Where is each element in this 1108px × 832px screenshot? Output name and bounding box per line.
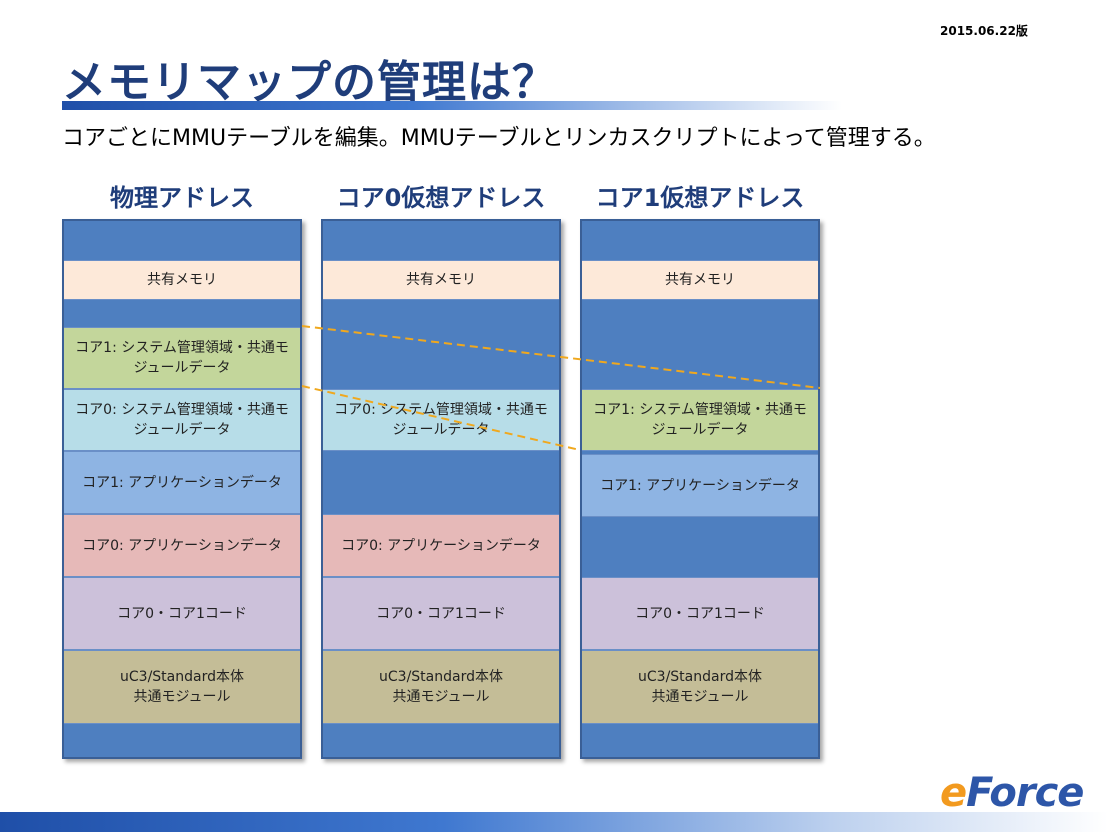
core1-virtual-address-header: コア1仮想アドレス xyxy=(595,184,805,212)
core1-app-data-block: コア1: アプリケーションデータ xyxy=(64,451,300,514)
footer-bar xyxy=(0,812,1108,832)
core1-virtual-address-map: 共有メモリ コア1: システム管理領域・共通モジュールデータ コア1: アプリケ… xyxy=(580,219,820,759)
shared-memory-block: 共有メモリ xyxy=(64,260,300,300)
standard-module-block: uC3/Standard本体 共通モジュール xyxy=(582,650,818,724)
date-label: 2015.06.22版 xyxy=(940,24,1028,38)
core1-system-area-block: コア1: システム管理領域・共通モジュールデータ xyxy=(582,389,818,451)
standard-line-1: uC3/Standard本体 xyxy=(379,669,503,685)
core0-system-area-block: コア0: システム管理領域・共通モジュールデータ xyxy=(64,389,300,451)
logo-force: Force xyxy=(966,770,1084,816)
core0-virtual-address-map: 共有メモリ コア0: システム管理領域・共通モジュールデータ コア0: アプリケ… xyxy=(321,219,561,759)
core-code-block: コア0・コア1コード xyxy=(64,577,300,650)
core-code-block: コア0・コア1コード xyxy=(582,577,818,650)
standard-line-1: uC3/Standard本体 xyxy=(638,669,762,685)
standard-line-2: 共通モジュール xyxy=(651,689,749,705)
physical-address-header: 物理アドレス xyxy=(110,184,254,212)
standard-line-1: uC3/Standard本体 xyxy=(120,669,244,685)
core0-virtual-address-header: コア0仮想アドレス xyxy=(336,184,546,212)
core0-system-area-block: コア0: システム管理領域・共通モジュールデータ xyxy=(323,389,559,451)
core0-app-data-block: コア0: アプリケーションデータ xyxy=(64,514,300,577)
core-code-block: コア0・コア1コード xyxy=(323,577,559,650)
standard-module-block: uC3/Standard本体 共通モジュール xyxy=(64,650,300,724)
page-title: メモリマップの管理は？ xyxy=(62,57,557,108)
eforce-logo: eForce xyxy=(940,770,1084,816)
logo-e: e xyxy=(940,770,967,816)
standard-line-2: 共通モジュール xyxy=(392,689,490,705)
shared-memory-block: 共有メモリ xyxy=(323,260,559,300)
core1-system-area-block: コア1: システム管理領域・共通モジュールデータ xyxy=(64,327,300,389)
standard-line-2: 共通モジュール xyxy=(133,689,231,705)
core1-app-data-block: コア1: アプリケーションデータ xyxy=(582,454,818,517)
standard-module-block: uC3/Standard本体 共通モジュール xyxy=(323,650,559,724)
core0-app-data-block: コア0: アプリケーションデータ xyxy=(323,514,559,577)
title-underline xyxy=(62,101,842,110)
shared-memory-block: 共有メモリ xyxy=(582,260,818,300)
page-subtitle: コアごとにMMUテーブルを編集。MMUテーブルとリンカスクリプトによって管理する… xyxy=(62,126,936,151)
physical-address-map: 共有メモリ コア1: システム管理領域・共通モジュールデータ コア0: システム… xyxy=(62,219,302,759)
